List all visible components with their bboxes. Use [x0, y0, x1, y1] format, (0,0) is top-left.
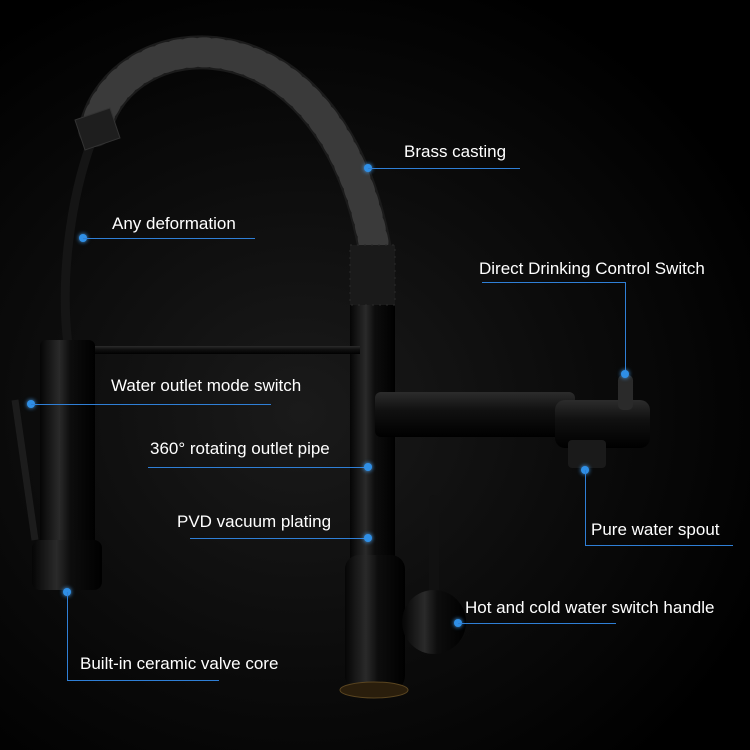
label-pure-water-spout: Pure water spout: [591, 520, 720, 539]
callout-line-pure-spout: [585, 545, 733, 546]
callout-line-rotating: [148, 467, 368, 468]
label-ceramic-valve: Built-in ceramic valve core: [80, 654, 279, 673]
callout-vline-pure-spout: [585, 470, 586, 545]
callout-vline-direct-drinking: [625, 282, 626, 374]
sprayer-head-top: [74, 107, 121, 151]
sprayer-nozzle: [32, 540, 102, 590]
callout-line-brass: [368, 168, 520, 169]
callout-line-ceramic: [67, 680, 219, 681]
secondary-spout-head: [555, 400, 650, 448]
coil-base: [349, 244, 396, 306]
callout-line-pvd: [190, 538, 368, 539]
label-any-deformation: Any deformation: [112, 214, 236, 233]
label-brass-casting: Brass casting: [404, 142, 507, 161]
handle-knob: [402, 590, 466, 654]
sprayer-body: [40, 340, 95, 555]
holder-arm: [90, 346, 360, 354]
callout-line-outlet-mode: [31, 404, 271, 405]
callout-line-deformation: [83, 238, 255, 239]
callout-dot-pvd: [364, 534, 372, 542]
faucet-base: [345, 555, 405, 690]
pure-spout-outlet: [568, 440, 606, 468]
label-hot-cold-handle: Hot and cold water switch handle: [465, 598, 715, 617]
sprayer-lever: [11, 399, 39, 541]
secondary-spout-pipe: [375, 392, 575, 437]
base-ring: [339, 681, 409, 699]
label-direct-drinking: Direct Drinking Control Switch: [479, 259, 705, 278]
drinking-switch: [618, 375, 633, 410]
callout-vline-ceramic: [67, 592, 68, 680]
spring-coil-rings: [80, 37, 390, 265]
label-pvd-plating: PVD vacuum plating: [177, 512, 332, 531]
callout-line-direct-drinking: [482, 282, 625, 283]
callout-line-handle: [458, 623, 616, 624]
label-rotating-outlet: 360° rotating outlet pipe: [150, 439, 330, 458]
label-water-outlet-mode: Water outlet mode switch: [111, 376, 302, 395]
callout-dot-direct-drinking: [621, 370, 629, 378]
flexible-hose: [60, 138, 97, 346]
callout-dot-rotating: [364, 463, 372, 471]
